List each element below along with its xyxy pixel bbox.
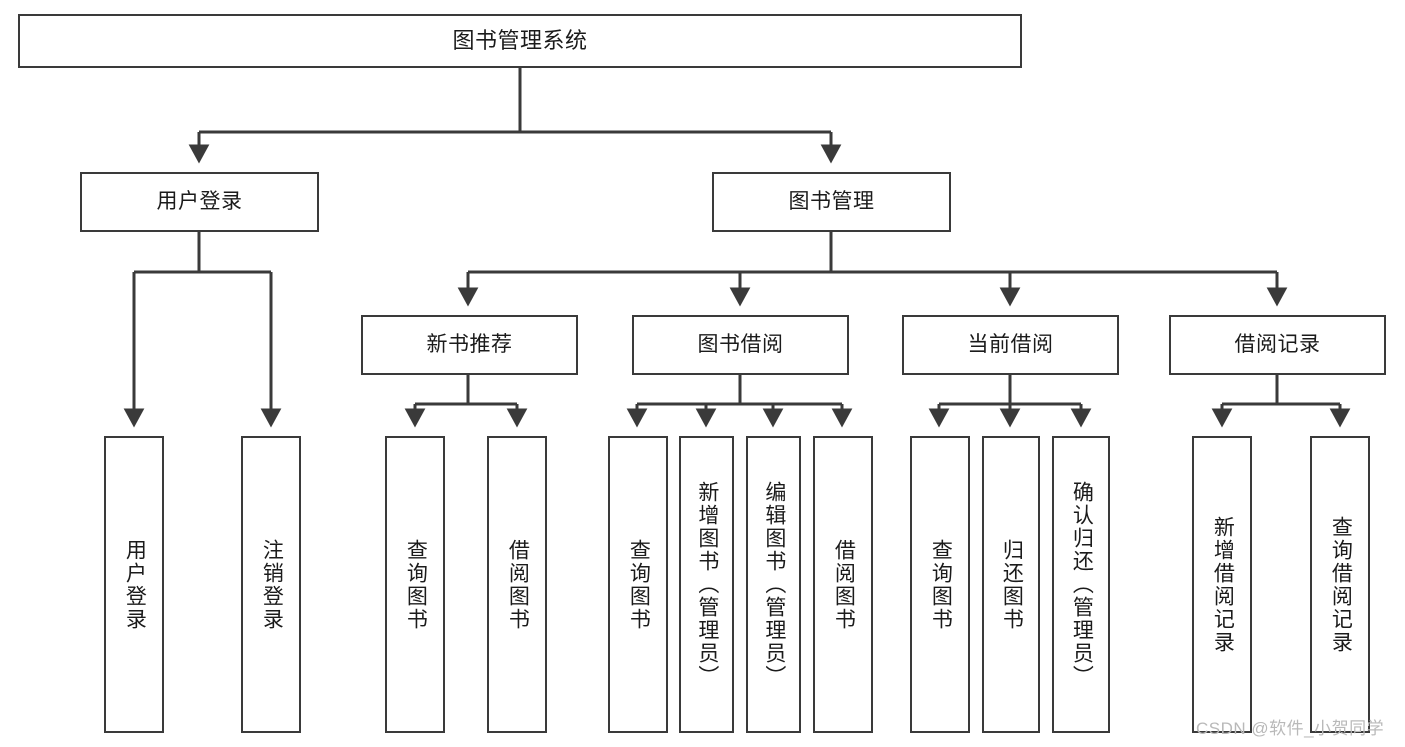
node-book-borrow[interactable]: 图书借阅 — [632, 315, 849, 375]
node-label: 注销登录 — [260, 538, 284, 631]
leaf-query-book-current[interactable]: 查询图书 — [910, 436, 970, 733]
leaf-edit-book-admin[interactable]: 编辑图书（管理员） — [746, 436, 801, 733]
node-label: 确认归还（管理员） — [1070, 481, 1094, 688]
node-label: 当前借阅 — [967, 332, 1054, 356]
leaf-borrow-book[interactable]: 借阅图书 — [813, 436, 873, 733]
node-label: 借阅图书 — [506, 538, 530, 631]
node-label: 查询图书 — [627, 538, 651, 631]
node-label: 新增图书（管理员） — [695, 481, 719, 688]
node-label: 用户登录 — [156, 189, 243, 213]
node-label: 新增借阅记录 — [1211, 515, 1235, 654]
node-label: 查询图书 — [929, 538, 953, 631]
node-root-system[interactable]: 图书管理系统 — [18, 14, 1022, 68]
node-borrow-record[interactable]: 借阅记录 — [1169, 315, 1386, 375]
leaf-return-book[interactable]: 归还图书 — [982, 436, 1040, 733]
csdn-watermark: CSDN @软件_小贺同学 — [1196, 719, 1385, 738]
node-label: 图书借阅 — [697, 332, 784, 356]
leaf-query-book-recommend[interactable]: 查询图书 — [385, 436, 445, 733]
node-label: 编辑图书（管理员） — [762, 481, 786, 688]
leaf-query-borrow-record[interactable]: 查询借阅记录 — [1310, 436, 1370, 733]
node-new-book-recommend[interactable]: 新书推荐 — [361, 315, 578, 375]
leaf-logout-login[interactable]: 注销登录 — [241, 436, 301, 733]
node-label: 查询图书 — [404, 538, 428, 631]
node-label: 归还图书 — [1000, 538, 1024, 631]
node-label: 用户登录 — [123, 538, 147, 631]
node-label: 新书推荐 — [426, 332, 513, 356]
node-label: 图书管理系统 — [452, 28, 588, 54]
node-book-manage[interactable]: 图书管理 — [712, 172, 951, 232]
node-label: 查询借阅记录 — [1329, 515, 1353, 654]
node-user-login[interactable]: 用户登录 — [80, 172, 319, 232]
node-current-borrow[interactable]: 当前借阅 — [902, 315, 1119, 375]
leaf-query-book-borrow[interactable]: 查询图书 — [608, 436, 668, 733]
node-label: 借阅记录 — [1234, 332, 1321, 356]
leaf-confirm-return-admin[interactable]: 确认归还（管理员） — [1052, 436, 1110, 733]
node-label: 图书管理 — [788, 189, 875, 213]
leaf-add-borrow-record[interactable]: 新增借阅记录 — [1192, 436, 1252, 733]
leaf-add-book-admin[interactable]: 新增图书（管理员） — [679, 436, 734, 733]
leaf-borrow-book-recommend[interactable]: 借阅图书 — [487, 436, 547, 733]
leaf-user-login[interactable]: 用户登录 — [104, 436, 164, 733]
node-label: 借阅图书 — [832, 538, 856, 631]
